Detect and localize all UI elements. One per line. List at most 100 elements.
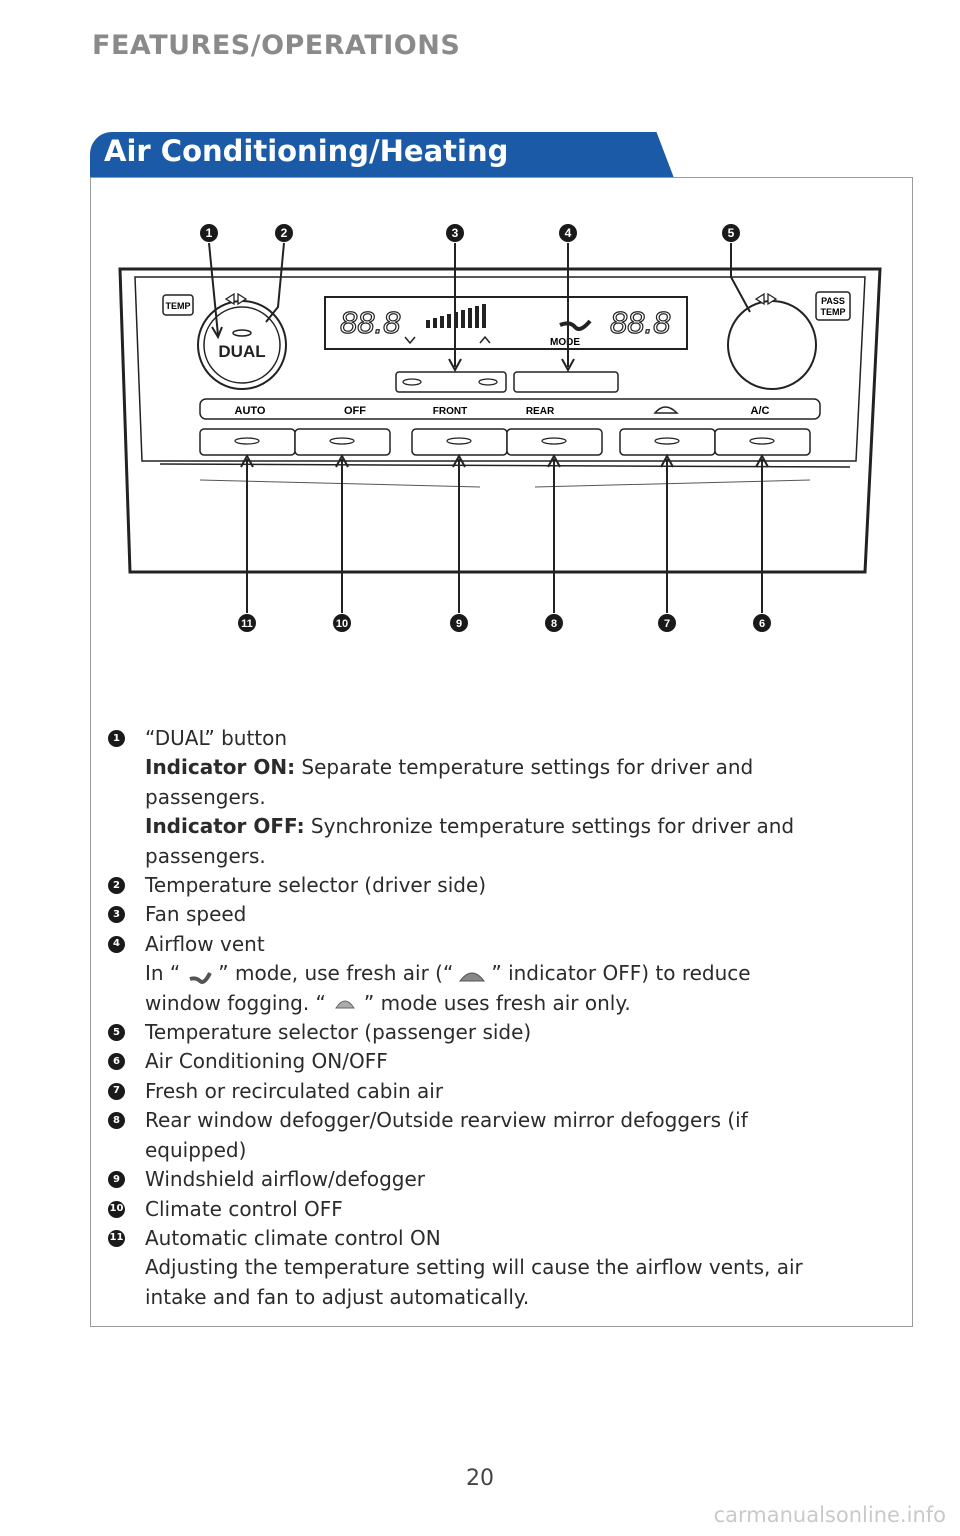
callouts-top: 1 2 3 4 5 [200,224,740,242]
legend-item-10: 10 Climate control OFF [108,1195,898,1224]
section-tab [90,132,674,178]
legend-number: 4 [108,935,125,953]
svg-text:4: 4 [565,226,572,240]
pass-temp-line1: PASS [821,296,845,306]
leader-lines-top [208,242,751,373]
button-row [199,428,811,456]
rear-label: REAR [526,406,555,417]
leader-lines-bottom [240,453,769,613]
svg-text:3: 3 [452,226,459,240]
indicator-off-label: Indicator OFF: [145,814,305,839]
legend-text: Windshield airflow/defogger [145,1167,425,1192]
legend-text: Climate control OFF [145,1196,343,1221]
text-part: In “ [145,961,181,986]
indicator-off-line: Indicator OFF: Synchronize temperature s… [145,812,898,841]
temp-left-label: TEMP [165,301,190,311]
legend-text: Temperature selector (driver side) [145,873,487,898]
mode-button [513,371,619,393]
legend-text: Fresh or recirculated cabin air [145,1078,444,1103]
indicator-off-text2: passengers. [145,843,266,868]
recirculation-icon [459,972,486,982]
climate-panel-diagram: TEMP DUAL 88.8 MODE 88.8 PASS TEMP AUTO … [118,224,882,632]
indicator-on-line: Indicator ON: Separate temperature setti… [145,753,898,782]
legend-number: 8 [108,1112,125,1130]
legend-text: Temperature selector (passenger side) [145,1020,532,1045]
page-number: 20 [466,1466,494,1491]
legend-text: Fan speed [145,902,247,927]
pass-temp-box [815,291,851,321]
legend-number: 6 [108,1053,125,1071]
text-part: window fogging. “ [145,990,326,1015]
pass-temp-line2: TEMP [820,307,845,317]
text-part: ” mode, use fresh air (“ [218,961,454,986]
passenger-temp-arrows [754,292,778,306]
section-header: FEATURES/OPERATIONS [92,30,461,61]
text-part: ” mode uses fresh air only. [363,990,631,1015]
content-box [90,177,913,1327]
indicator-on-label: Indicator ON: [145,755,296,780]
svg-text:11: 11 [241,618,253,630]
legend-number: 10 [108,1200,125,1218]
legend-text: Airflow vent [145,931,265,956]
mode-label: MODE [550,337,580,348]
recirculation-icon [653,406,679,414]
legend-item-5: 5 Temperature selector (passenger side) [108,1018,898,1047]
svg-text:9: 9 [456,618,462,630]
dual-indicator [232,329,252,337]
front-label: FRONT [433,406,467,417]
fan-up-icon [479,335,491,344]
legend-item-2: 2 Temperature selector (driver side) [108,871,898,900]
legend-text: Rear window defogger/Outside rearview mi… [145,1108,748,1133]
legend-number: 5 [108,1024,125,1042]
legend-number: 1 [108,730,125,747]
legend-number: 9 [108,1171,125,1189]
legend-item-6: 6 Air Conditioning ON/OFF [108,1047,898,1076]
legend-number: 2 [108,877,125,895]
passenger-knob [727,300,817,390]
ac-label: A/C [751,405,770,417]
svg-text:1: 1 [206,226,213,240]
temp-left-box [162,294,194,316]
legend-number: 7 [108,1082,125,1100]
display-right-temp: 88.8 [610,305,671,340]
svg-text:2: 2 [281,226,288,240]
watermark: carmanualsonline.info [713,1503,946,1527]
svg-text:8: 8 [551,618,557,630]
legend-text: Adjusting the temperature setting will c… [145,1255,803,1280]
legend-item-1: 1 “DUAL” button Indicator ON: Separate t… [108,724,898,871]
dual-label: DUAL [218,342,265,361]
legend-item-4: 4 Airflow vent In “ ” mode, use fresh air… [108,930,898,1018]
floor-windshield-mode-icon [189,971,213,984]
legend-number: 3 [108,906,125,924]
airflow-mode-line: In “ ” mode, use fresh air (“ ” indicator … [145,959,898,988]
fan-rocker-left [402,378,422,386]
fan-rocker-right [478,378,498,386]
driver-knob-inner [203,306,281,384]
legend-text: Air Conditioning ON/OFF [145,1049,388,1074]
legend-text: “DUAL” button [145,726,288,750]
svg-text:5: 5 [728,226,735,240]
legend-item-9: 9 Windshield airflow/defogger [108,1165,898,1194]
legend-text: equipped) [145,1137,247,1162]
panel-lower [159,463,851,468]
airflow-icon [559,319,592,331]
legend: 1 “DUAL” button Indicator ON: Separate t… [108,724,898,1312]
indicator-off-text: Synchronize temperature settings for dri… [304,814,795,839]
defrost-mode-line: window fogging. “ ” mode uses fresh air o… [145,989,898,1018]
legend-number: 11 [108,1229,125,1247]
svg-text:10: 10 [336,618,348,630]
off-label: OFF [344,405,366,417]
svg-text:6: 6 [759,618,765,630]
auto-label: AUTO [235,405,266,417]
svg-text:7: 7 [664,618,670,630]
driver-temp-arrows [224,292,248,306]
text-part: ” indicator OFF) to reduce [491,961,751,986]
display-screen [324,296,688,350]
legend-text: intake and fan to adjust automatically. [145,1284,530,1309]
fan-down-icon [404,336,416,345]
legend-text: Automatic climate control ON [145,1225,441,1250]
callouts-bottom: 11 10 9 8 7 6 [238,614,771,632]
button-label-strip [199,398,821,420]
fan-speed-rocker [395,371,507,393]
legend-item-3: 3 Fan speed [108,900,898,929]
